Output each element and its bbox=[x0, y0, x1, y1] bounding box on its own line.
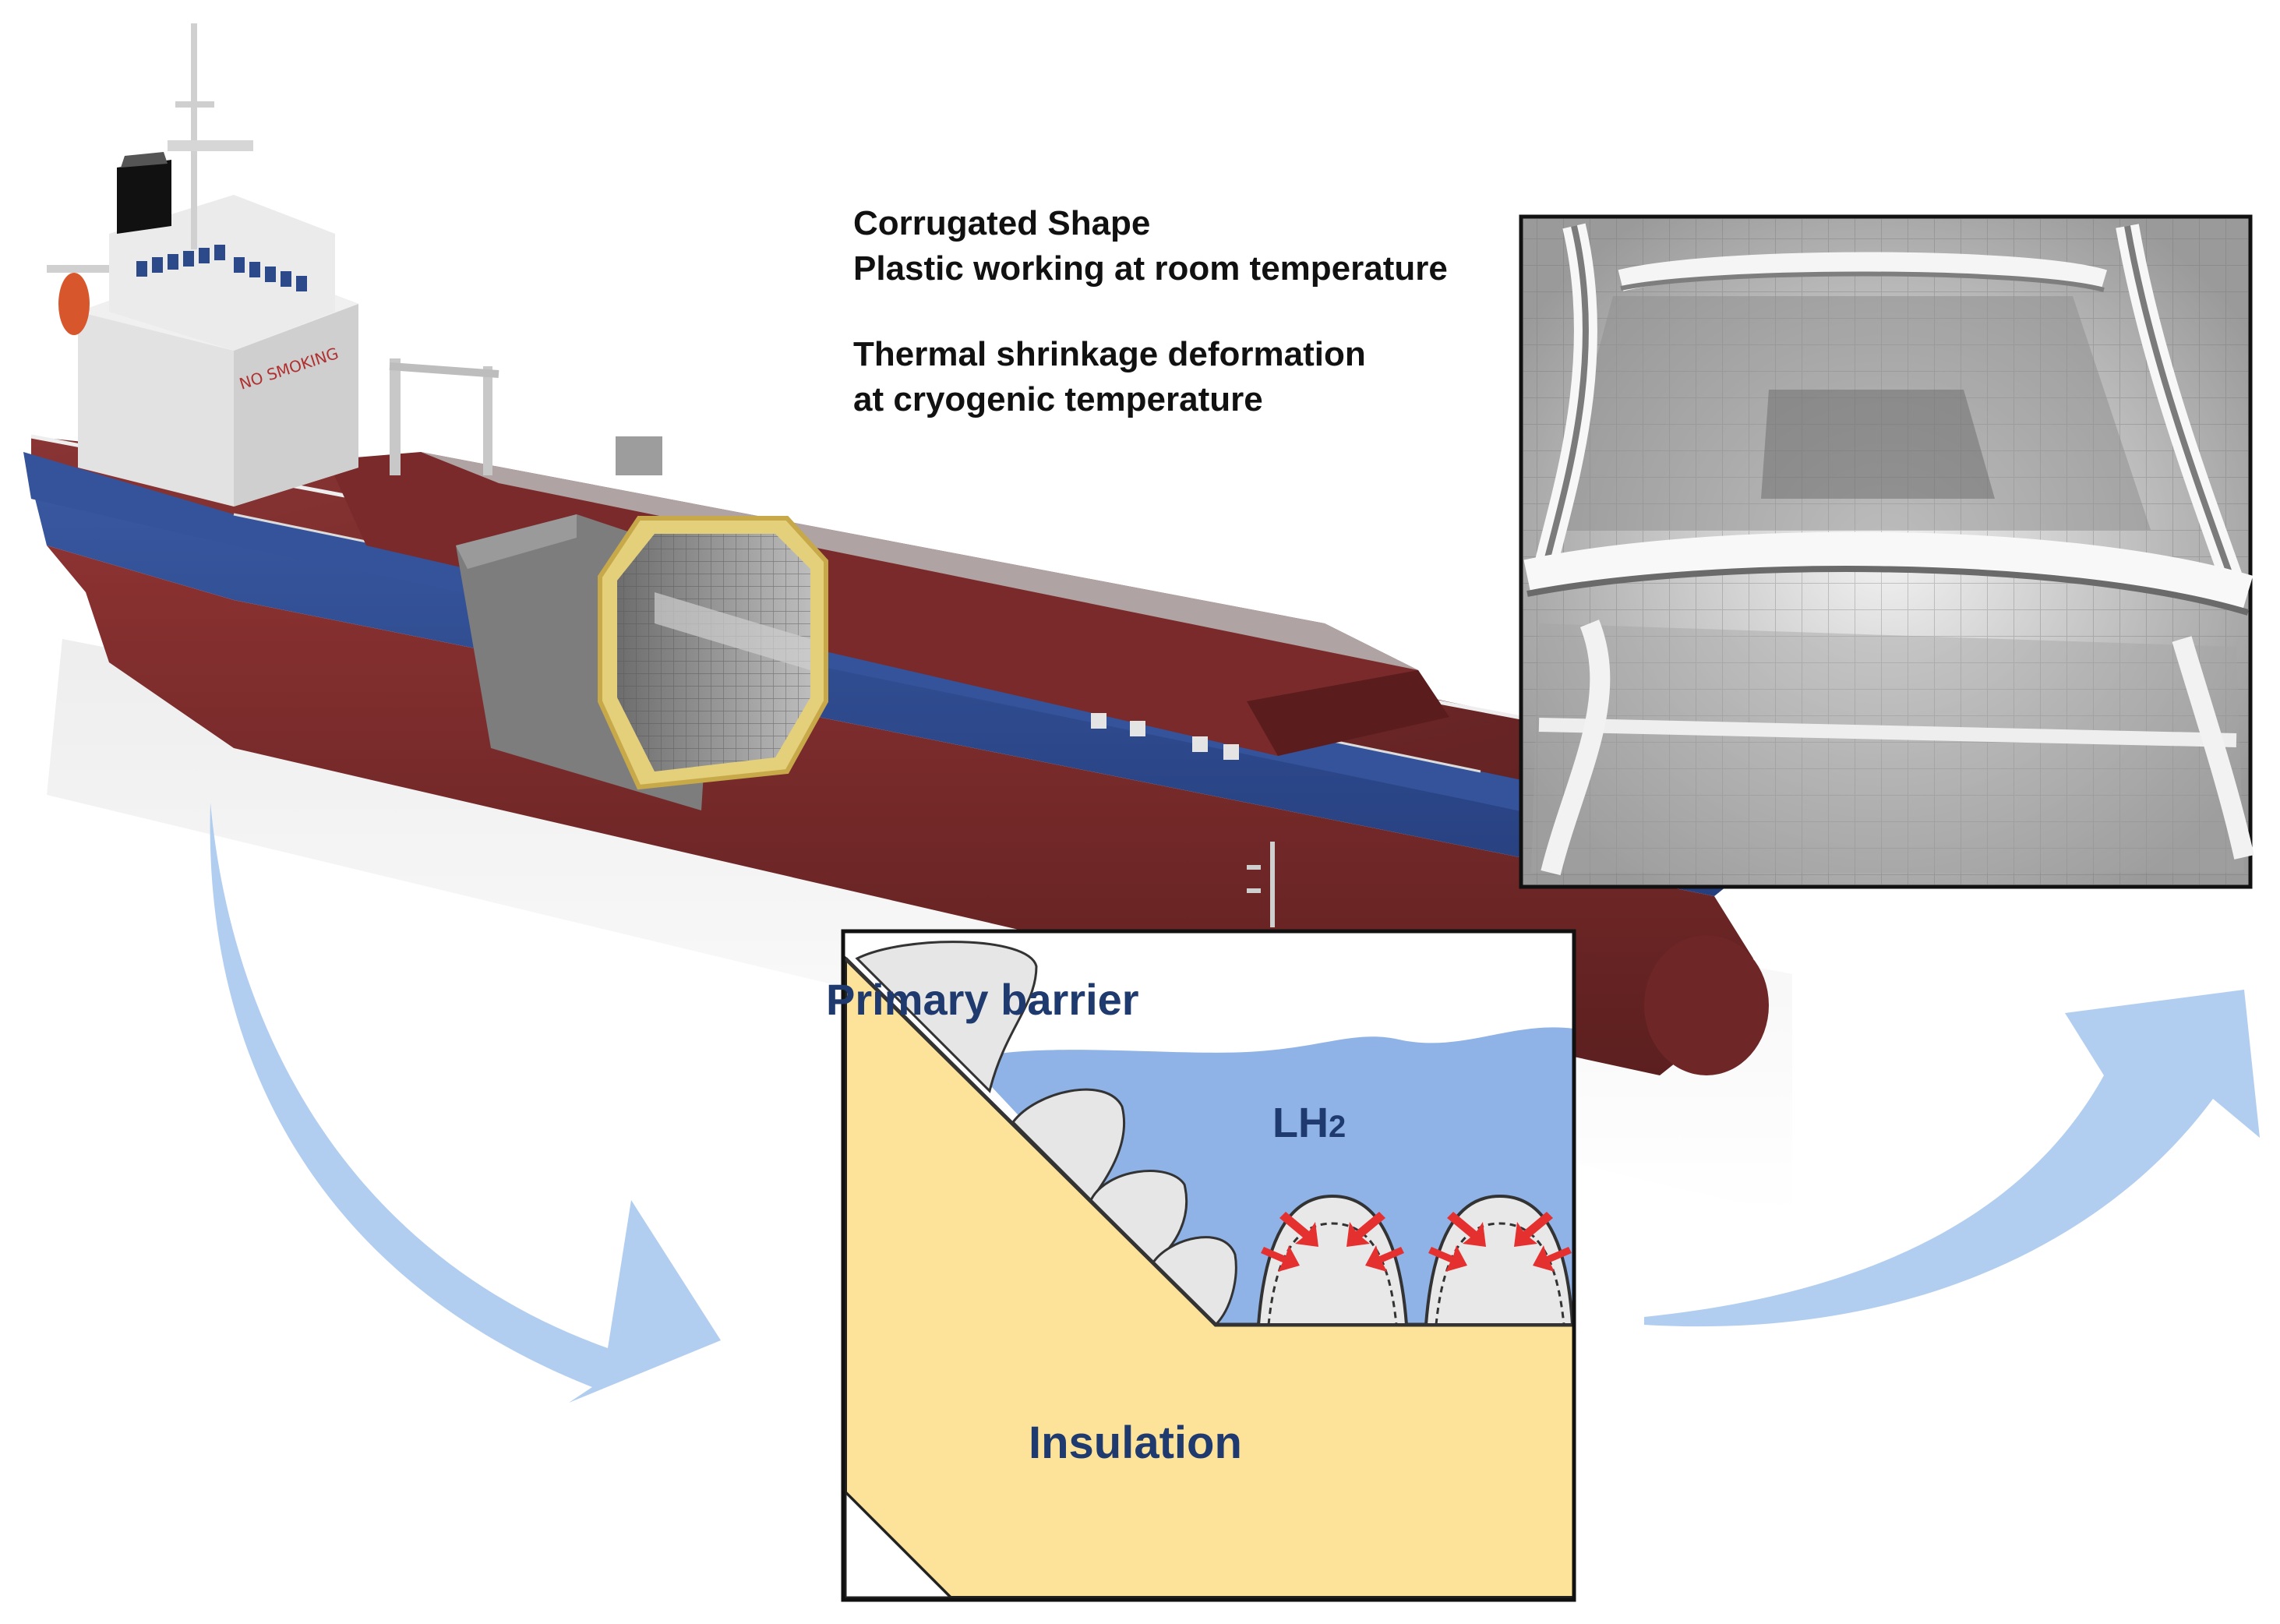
curved-arrow-up-right-icon bbox=[1644, 990, 2260, 1327]
red-arrow-icon bbox=[1261, 1212, 1572, 1272]
lh2-label-main: LH bbox=[1272, 1100, 1329, 1146]
lh2-label-subscript: 2 bbox=[1328, 1110, 1346, 1144]
caption-thermal-shrinkage: Thermal shrinkage deformation bbox=[853, 335, 1366, 373]
caption-plastic-working: Plastic working at room temperature bbox=[853, 249, 1448, 288]
ship-superstructure: NO SMOKING bbox=[47, 23, 358, 507]
primary-barrier-label: Primary barrier bbox=[826, 975, 1139, 1024]
lh2-label: LH2 bbox=[1272, 1099, 1346, 1147]
insulation-label: Insulation bbox=[1029, 1417, 1242, 1468]
corrugated-membrane-photo bbox=[1519, 214, 2254, 889]
caption-corrugated-shape: Corrugated Shape bbox=[853, 204, 1151, 242]
cargo-tank-cutaway bbox=[456, 514, 828, 810]
cross-section-detail bbox=[841, 929, 1576, 1602]
caption-cryogenic-temperature: at cryogenic temperature bbox=[853, 380, 1263, 418]
curved-arrow-down-right-icon bbox=[210, 803, 721, 1403]
